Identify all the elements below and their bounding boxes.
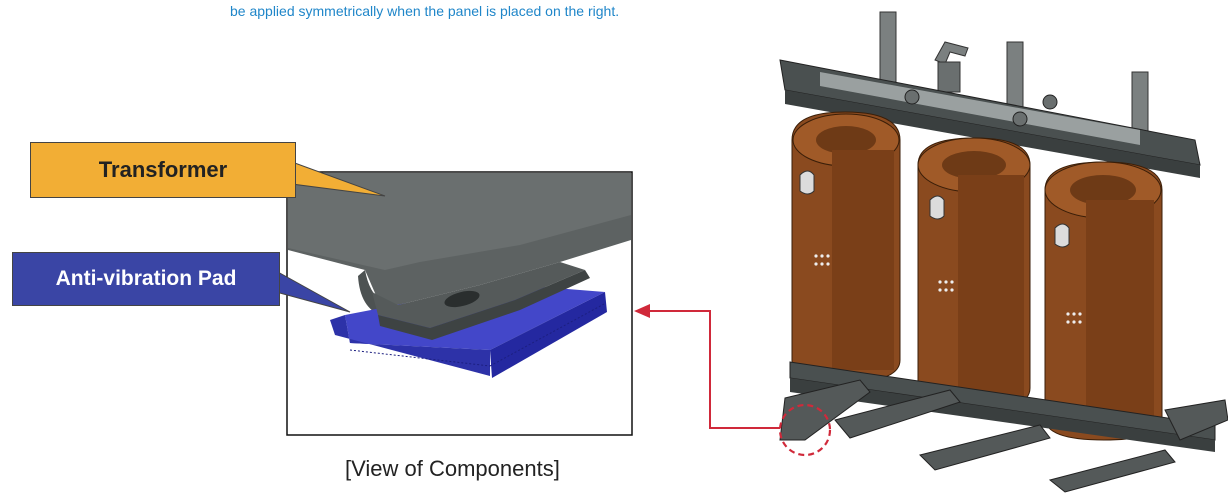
transformer-illustration: [779, 11, 1228, 493]
highlight-circle: [778, 403, 832, 457]
pad-side: [490, 292, 607, 378]
pad-front: [330, 315, 490, 376]
connector-arrow: [634, 304, 780, 429]
top-note-text: be applied symmetrically when the panel …: [230, 3, 620, 19]
figure-caption: [View of Components]: [345, 456, 560, 481]
detail-view-content: [288, 173, 631, 378]
anti-vibration-pad-callout: Anti-vibration Pad: [12, 252, 280, 306]
slot-hole: [444, 290, 480, 308]
transformer-callout: Transformer: [30, 142, 296, 198]
